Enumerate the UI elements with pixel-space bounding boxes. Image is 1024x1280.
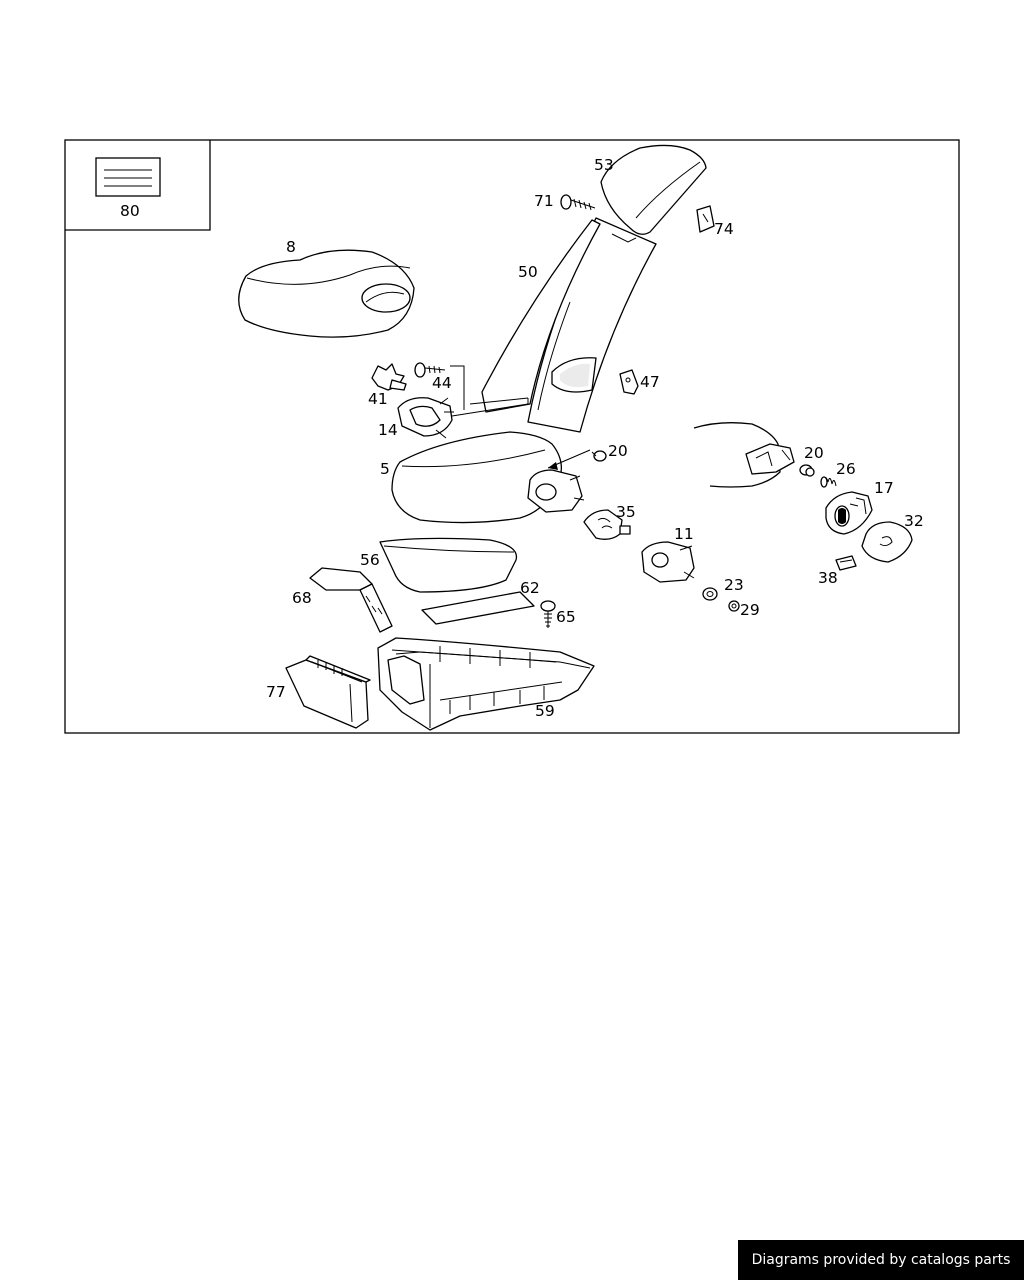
part-11-bracket: [641, 541, 695, 583]
part-56-pad: [379, 537, 518, 593]
callout-20-right: 20: [804, 444, 824, 462]
callout-56: 56: [360, 551, 380, 569]
callout-35: 35: [616, 503, 636, 521]
part-38-clip: [835, 555, 857, 571]
part-74-clip: [696, 205, 715, 233]
part-8-cover: [238, 249, 415, 338]
footer-credit: Diagrams provided by catalogs parts: [738, 1240, 1024, 1280]
callout-47: 47: [640, 373, 660, 391]
callout-53: 53: [594, 156, 614, 174]
callout-8: 8: [286, 238, 296, 256]
callout-20-left: 20: [608, 442, 628, 460]
part-65-screw: [540, 600, 556, 628]
diagram-frame: [64, 139, 960, 734]
callout-62: 62: [520, 579, 540, 597]
callout-50: 50: [518, 263, 538, 281]
part-26-spring: [820, 476, 837, 488]
callout-23: 23: [724, 576, 744, 594]
part-14-hinge: [397, 397, 529, 439]
callout-17: 17: [874, 479, 894, 497]
callout-65: 65: [556, 608, 576, 626]
part-41-gear: [371, 363, 407, 391]
part-lid-right-section: [693, 422, 795, 488]
part-32-cover-disc: [861, 521, 913, 563]
part-62-mat: [421, 591, 535, 625]
callout-5: 5: [380, 460, 390, 478]
label-card-icon: [95, 157, 161, 197]
part-47-bracket: [619, 369, 639, 395]
callout-32: 32: [904, 512, 924, 530]
callout-11: 11: [674, 525, 694, 543]
part-23-ring: [702, 587, 718, 601]
part-77-storage-box: [285, 655, 371, 729]
part-68-tray-lid: [309, 567, 393, 633]
part-44-screw: [414, 362, 465, 410]
part-59-console-base: [377, 637, 595, 731]
callout-71: 71: [534, 192, 554, 210]
part-71-screw: [560, 194, 596, 211]
part-50-backrest: [481, 217, 657, 433]
callout-14: 14: [378, 421, 398, 439]
part-20-pin-right: [799, 464, 815, 477]
callout-59: 59: [535, 702, 555, 720]
callout-26: 26: [836, 460, 856, 478]
part-20-pin-left: [591, 450, 607, 462]
part-5-armrest-lid: [391, 431, 591, 524]
callout-80: 80: [120, 202, 140, 220]
part-29-washer: [728, 600, 740, 612]
legend-box: [65, 140, 211, 231]
part-17-latch-housing: [825, 491, 873, 535]
part-53-armrest-cap: [600, 144, 707, 235]
callout-29: 29: [740, 601, 760, 619]
callout-74: 74: [714, 220, 734, 238]
callout-68: 68: [292, 589, 312, 607]
callout-77: 77: [266, 683, 286, 701]
callout-44: 44: [432, 374, 452, 392]
callout-41: 41: [368, 390, 388, 408]
part-35-lever: [583, 509, 631, 540]
callout-38: 38: [818, 569, 838, 587]
